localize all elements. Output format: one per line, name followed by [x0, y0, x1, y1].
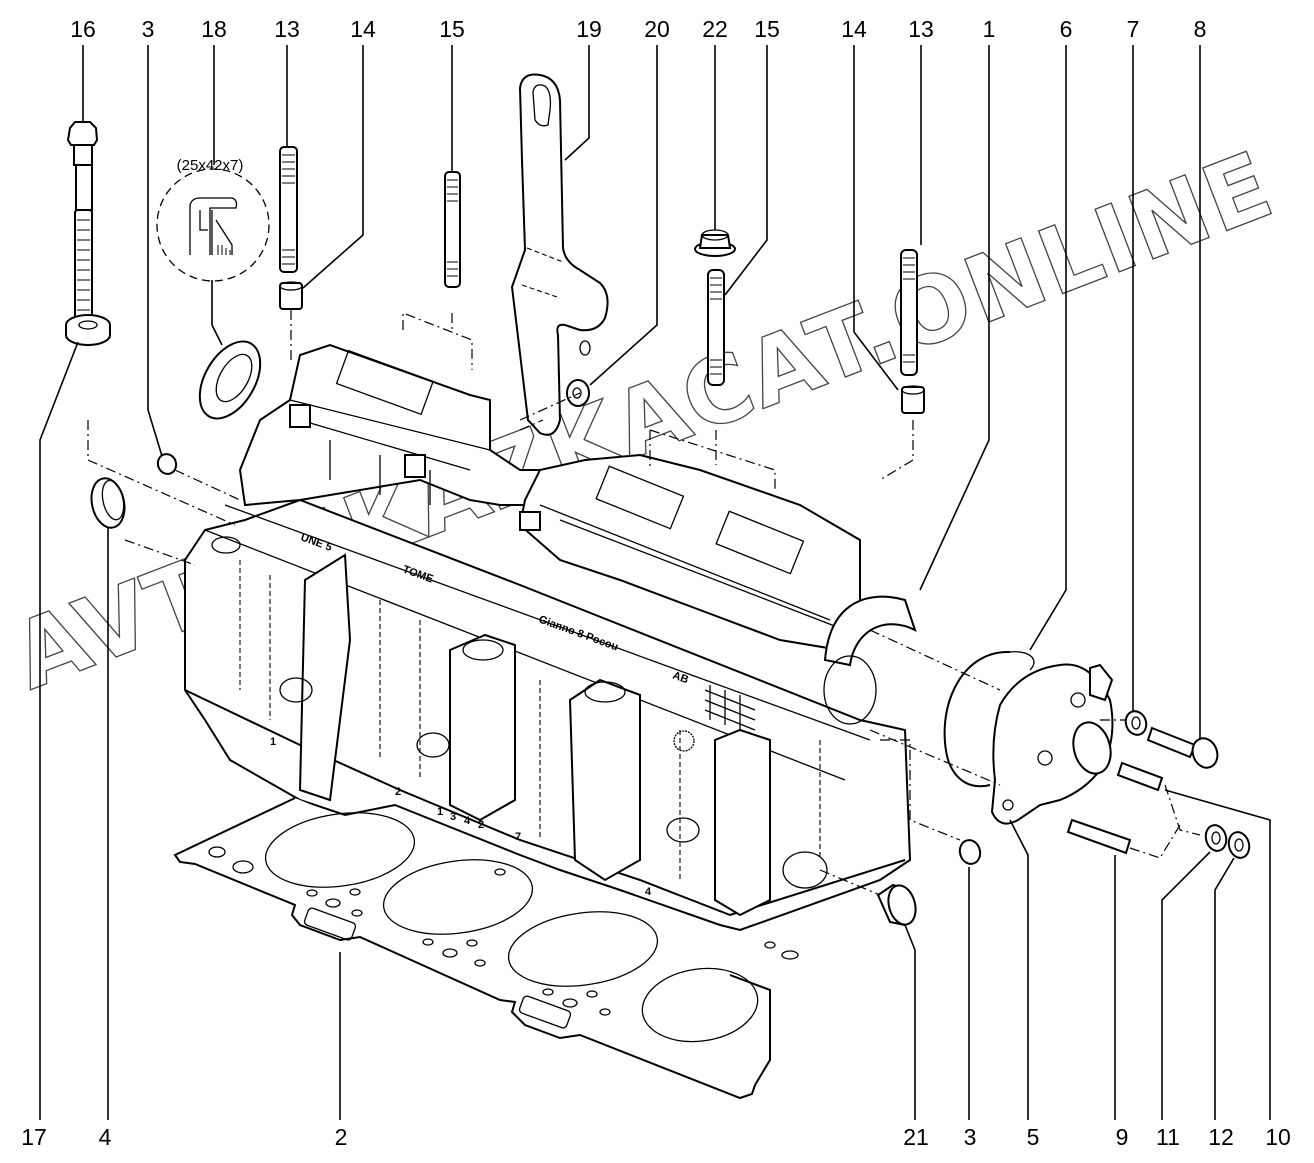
callout-14[interactable]: 14 — [350, 16, 376, 42]
cylinder-head[interactable]: 1 2 1 3 4 2 4 7 TOME UNE 5 Gianno 8 Poco… — [184, 343, 917, 960]
top-callouts: 16 3 18 13 14 15 19 20 22 15 14 13 1 6 7… — [70, 16, 1206, 42]
callout-2[interactable]: 2 — [335, 1124, 348, 1150]
cast-mark-7: 7 — [515, 831, 521, 843]
callout-15b[interactable]: 15 — [754, 16, 780, 42]
callout-6[interactable]: 6 — [1060, 16, 1073, 42]
gasket-holes — [208, 846, 799, 1016]
stud-nut[interactable] — [1226, 830, 1252, 860]
cast-mark-2b: 2 — [478, 819, 484, 831]
cast-mark-ab: AB — [671, 670, 690, 687]
dowel-sleeve-left[interactable] — [279, 281, 303, 310]
cast-mark-2: 2 — [395, 786, 401, 798]
callout-16[interactable]: 16 — [70, 16, 96, 42]
stud-far-right[interactable] — [900, 249, 918, 376]
bracket-nut[interactable] — [566, 379, 590, 407]
callout-20[interactable]: 20 — [644, 16, 670, 42]
callout-19[interactable]: 19 — [576, 16, 602, 42]
head-gasket[interactable] — [173, 797, 799, 1100]
cast-mark-1b: 1 — [437, 806, 443, 818]
flange-nut[interactable] — [694, 229, 736, 257]
oil-seal-size-label: (25x42x7) — [177, 157, 244, 174]
expansion-plug-small[interactable] — [155, 452, 179, 477]
cast-mark-1: 1 — [270, 736, 276, 748]
stud-left[interactable] — [279, 146, 298, 273]
cast-mark-4: 4 — [464, 815, 471, 827]
callout-5[interactable]: 5 — [1027, 1124, 1040, 1150]
expansion-plug-large[interactable] — [87, 475, 129, 531]
callout-18[interactable]: 18 — [201, 16, 227, 42]
callout-4[interactable]: 4 — [99, 1124, 112, 1150]
callout-13[interactable]: 13 — [274, 16, 300, 42]
dowel-sleeve-right[interactable] — [901, 385, 925, 414]
stud-center[interactable] — [444, 171, 461, 288]
callout-7[interactable]: 7 — [1127, 16, 1140, 42]
callout-1[interactable]: 1 — [983, 16, 996, 42]
bolt-washer[interactable] — [65, 314, 111, 346]
callout-22[interactable]: 22 — [702, 16, 728, 42]
bottom-callouts: 17 4 2 21 3 5 9 11 12 10 — [21, 1124, 1291, 1150]
callout-15[interactable]: 15 — [439, 16, 465, 42]
cast-mark-4b: 4 — [645, 886, 652, 898]
threaded-plug[interactable] — [876, 882, 920, 927]
head-bolt[interactable] — [66, 121, 99, 341]
callout-3[interactable]: 3 — [142, 16, 155, 42]
callout-8[interactable]: 8 — [1194, 16, 1207, 42]
pump-bolt[interactable] — [1146, 726, 1221, 771]
lifting-bracket[interactable] — [510, 73, 609, 436]
pump-washer[interactable] — [1122, 708, 1149, 737]
callout-14b[interactable]: 14 — [841, 16, 867, 42]
oil-seal[interactable] — [187, 331, 272, 429]
pump-housing[interactable] — [990, 663, 1116, 825]
pump-stud-lower[interactable] — [1066, 818, 1132, 855]
stud-right[interactable] — [707, 269, 725, 386]
callout-17[interactable]: 17 — [21, 1124, 47, 1150]
cast-mark-3: 3 — [450, 811, 456, 823]
expansion-plug-right[interactable] — [957, 838, 983, 866]
callout-11[interactable]: 11 — [1156, 1124, 1180, 1150]
callout-10[interactable]: 10 — [1265, 1124, 1291, 1150]
callout-12[interactable]: 12 — [1208, 1124, 1234, 1150]
pump-stud-upper[interactable] — [1116, 761, 1164, 792]
leader-lines — [39, 45, 1271, 1120]
callout-9[interactable]: 9 — [1116, 1124, 1129, 1150]
oil-seal-detail: (25x42x7) — [156, 157, 270, 282]
grid-marking — [704, 685, 756, 731]
callout-21[interactable]: 21 — [903, 1124, 929, 1150]
callout-13b[interactable]: 13 — [908, 16, 934, 42]
stud-washer[interactable] — [1203, 823, 1229, 853]
callout-3b[interactable]: 3 — [964, 1124, 977, 1150]
assembly-lines — [87, 310, 1201, 896]
